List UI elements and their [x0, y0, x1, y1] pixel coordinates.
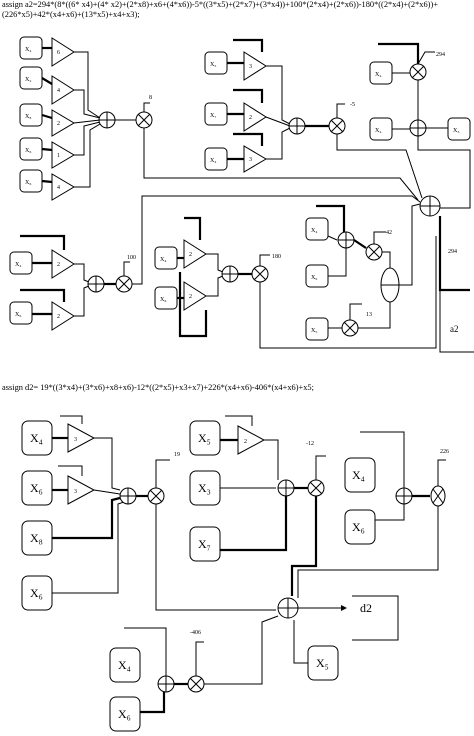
gain-label: 2 — [249, 115, 252, 121]
input-box-x4 — [109, 647, 141, 683]
final-gain-label: 294 — [448, 249, 457, 255]
input-label: X₃ — [198, 481, 211, 495]
gain-triangle — [51, 301, 75, 331]
gain-label: 3 — [74, 437, 77, 443]
input-box-x3 — [447, 117, 471, 141]
multiplier-label: 8 — [149, 95, 152, 101]
input-label: X₈ — [25, 114, 31, 120]
gain-triangle — [51, 37, 75, 67]
input-label: X₂ — [25, 77, 31, 83]
gain-triangle — [243, 145, 267, 173]
input-label: X₄ — [352, 468, 365, 482]
input-label: X₃ — [453, 128, 459, 134]
gain-triangle — [67, 475, 96, 505]
multiplier-label: 42 — [386, 230, 392, 236]
input-box-x5 — [189, 420, 221, 456]
input-box-x6 — [21, 470, 53, 506]
multiplier-label: 294 — [436, 52, 445, 58]
gain-label: 1 — [57, 153, 60, 159]
input-label: X₆ — [15, 312, 21, 318]
multiplier-label: 19 — [174, 452, 180, 458]
gain-label: 4 — [57, 185, 60, 191]
input-label: X₆ — [311, 275, 317, 281]
input-label: X₈ — [30, 531, 43, 545]
input-label: X₄ — [118, 658, 131, 672]
gain-label: 4 — [57, 88, 60, 94]
top-col1-inputs: X₄ X₂ X₈ X₆ X₆ — [19, 36, 43, 193]
gain-triangle — [237, 425, 266, 455]
gain-triangle — [243, 51, 267, 81]
input-box-x4 — [305, 217, 329, 241]
output-label-d2: d2 — [360, 601, 372, 615]
gain-triangle — [51, 141, 75, 169]
equation-a2: assign a2=294*(8*((6* x4)+(4* x2)+(2*x8)… — [2, 0, 438, 19]
input-label: X₆ — [30, 481, 43, 495]
input-label: X₆ — [25, 148, 31, 154]
top-col2-inputs: X₅ X₇ X₄ — [204, 51, 228, 171]
gain-triangle — [243, 102, 267, 132]
input-label: X₄ — [15, 262, 21, 268]
input-label: X₄ — [160, 257, 166, 263]
multiplier-label: 180 — [272, 254, 281, 260]
input-label: X₄ — [311, 228, 317, 234]
gain-label: 3 — [249, 157, 252, 163]
gain-triangle — [51, 173, 75, 201]
gain-triangle — [51, 109, 75, 137]
input-label: X₄ — [210, 158, 216, 164]
input-label: X₆ — [118, 707, 131, 721]
multiplier-label: -406 — [190, 630, 201, 636]
input-box-x4 — [344, 457, 376, 493]
input-box-x7 — [189, 526, 221, 562]
input-label: X₅ — [210, 62, 216, 68]
gain-triangle — [51, 249, 75, 279]
gain-label: 2 — [189, 252, 192, 258]
multiplier-label: 100 — [127, 255, 136, 261]
multiplier-label: 13 — [366, 312, 372, 318]
gain-triangle — [183, 239, 207, 269]
input-label: X₆ — [25, 180, 31, 186]
input-label: X₇ — [210, 113, 216, 119]
input-label: X₄ — [25, 47, 31, 53]
gain-triangle — [51, 75, 75, 105]
multiplier-label: 226 — [440, 449, 449, 455]
input-label: X₄ — [30, 431, 43, 445]
gain-label: 6 — [57, 50, 60, 56]
gain-label: 2 — [244, 439, 247, 445]
multiplier-label: -12 — [306, 441, 314, 447]
gain-label: 2 — [57, 314, 60, 320]
input-label: X₅ — [311, 328, 317, 334]
input-box-x5 — [305, 317, 329, 341]
input-label: X₆ — [160, 297, 166, 303]
gain-label: 2 — [189, 294, 192, 300]
input-label: X₄ — [375, 72, 381, 78]
output-label-a2: a2 — [450, 324, 459, 334]
input-label: X₄ — [375, 128, 381, 134]
gain-label: 2 — [57, 262, 60, 268]
gain-triangle — [67, 423, 96, 453]
input-box-x6 — [109, 696, 141, 732]
gain-label: 3 — [74, 489, 77, 495]
top-col1-gains: 6 4 2 1 4 — [51, 37, 75, 201]
input-label: X₆ — [352, 520, 365, 534]
multiplier-label: -5 — [350, 102, 355, 108]
gain-label: 3 — [249, 64, 252, 70]
gain-label: 2 — [57, 121, 60, 127]
input-label: X₅ — [316, 656, 329, 670]
input-label: X₇ — [198, 537, 211, 551]
input-label: X₅ — [198, 431, 211, 445]
input-label: X₆ — [30, 586, 43, 600]
equation-d2: assign d2= 19*((3*x4)+(3*x6)+x8+x6)-12*(… — [2, 383, 314, 392]
input-box-x6 — [344, 509, 376, 545]
gain-triangle — [183, 281, 207, 311]
